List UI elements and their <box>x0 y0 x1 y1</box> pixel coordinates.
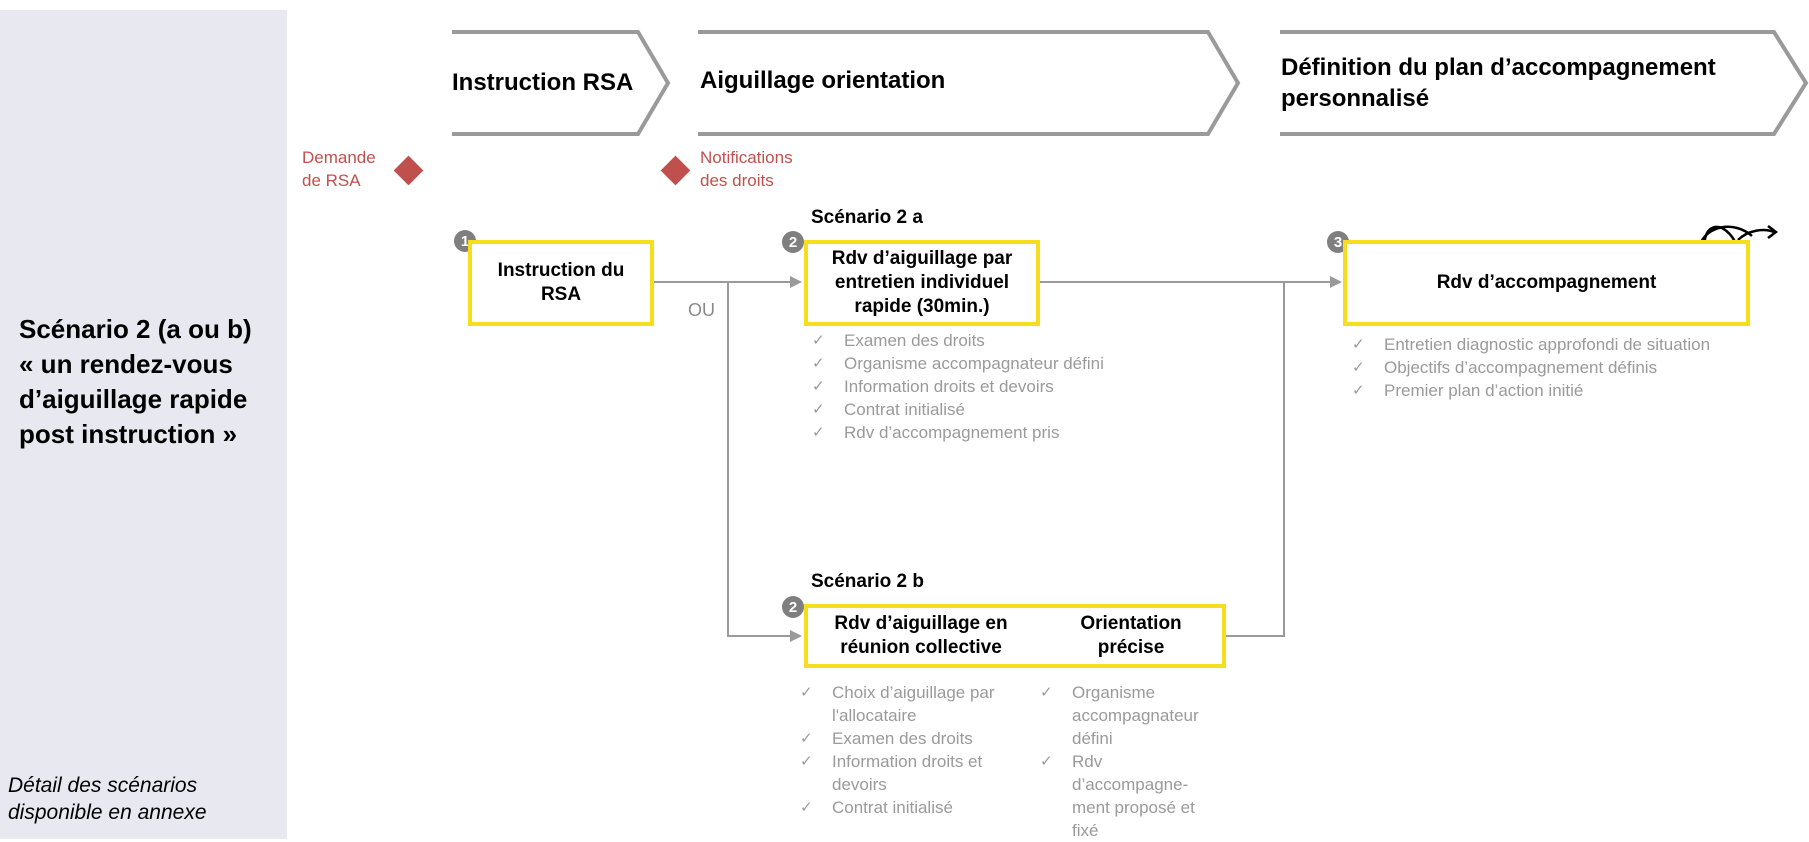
list-item: Premier plan d’action initié <box>1352 379 1732 402</box>
scenario-2b-title: Scénario 2 b <box>811 571 924 592</box>
step-2a-label: Rdv d’aiguillage par entretien individue… <box>831 248 1013 317</box>
list-item: Information droits et devoirs <box>800 750 1010 796</box>
list-item: Information droits et devoirs <box>812 375 1172 398</box>
sidebar-panel <box>0 10 287 839</box>
list-item: Rdv d’accompagne-ment proposé et fixé <box>1040 750 1205 842</box>
step-rdv-aiguillage-individuel: Rdv d’aiguillage par entretien individue… <box>804 240 1040 326</box>
scenario-2a-checklist: Examen des droits Organisme accompagnate… <box>812 329 1172 444</box>
scenario-title: Scénario 2 (a ou b) « un rendez-vous d’a… <box>19 314 252 449</box>
phase-definition-plan: Définition du plan d’accompagnement pers… <box>1281 54 1716 112</box>
annex-note: Détail des scénarios disponible en annex… <box>8 774 207 824</box>
step-badge-2a: 2 <box>782 231 804 253</box>
list-item: Entretien diagnostic approfondi de situa… <box>1352 333 1732 356</box>
phase-instruction-rsa: Instruction RSA <box>452 69 634 96</box>
step-badge-2b: 2 <box>782 596 804 618</box>
step-instruction-rsa: Instruction du RSA <box>468 240 654 326</box>
phase-chevron-definition <box>1280 30 1809 136</box>
step-2b-label-right: Orientation précise <box>1080 613 1182 658</box>
list-item: Choix d’aiguillage par l'allocataire <box>800 681 1010 727</box>
scenario-2a-title: Scénario 2 a <box>811 207 923 228</box>
list-item: Contrat initialisé <box>812 398 1172 421</box>
scenario-2b-checklist-left: Choix d’aiguillage par l'allocataire Exa… <box>800 681 1010 819</box>
list-item: Examen des droits <box>800 727 1010 750</box>
milestone-notifications-droits: Notifications des droits <box>700 148 793 190</box>
step-instruction-label: Instruction du RSA <box>497 260 625 305</box>
step-2b-label-left: Rdv d’aiguillage en réunion collective <box>834 613 1008 658</box>
list-item: Contrat initialisé <box>800 796 1010 819</box>
step-rdv-accompagnement: Rdv d’accompagnement <box>1343 240 1750 326</box>
list-item: Organisme accompagnateur défini <box>812 352 1172 375</box>
list-item: Organisme accompagnateur défini <box>1040 681 1205 750</box>
phase-chevron-instruction <box>452 30 671 136</box>
step-rdv-aiguillage-collectif: Rdv d’aiguillage en réunion collective O… <box>804 604 1226 668</box>
list-item: Examen des droits <box>812 329 1172 352</box>
phase-chevron-aiguillage <box>698 30 1241 136</box>
step-3-label: Rdv d’accompagnement <box>1436 272 1657 293</box>
milestone-demande-rsa: Demande de RSA <box>302 148 376 190</box>
step-3-checklist: Entretien diagnostic approfondi de situa… <box>1352 333 1732 402</box>
scenario-2b-checklist-right: Organisme accompagnateur défini Rdv d’ac… <box>1040 681 1205 842</box>
list-item: Rdv d’accompagnement pris <box>812 421 1172 444</box>
phase-aiguillage-orientation: Aiguillage orientation <box>700 67 946 94</box>
list-item: Objectifs d’accompagnement définis <box>1352 356 1732 379</box>
or-label: OU <box>688 300 715 320</box>
